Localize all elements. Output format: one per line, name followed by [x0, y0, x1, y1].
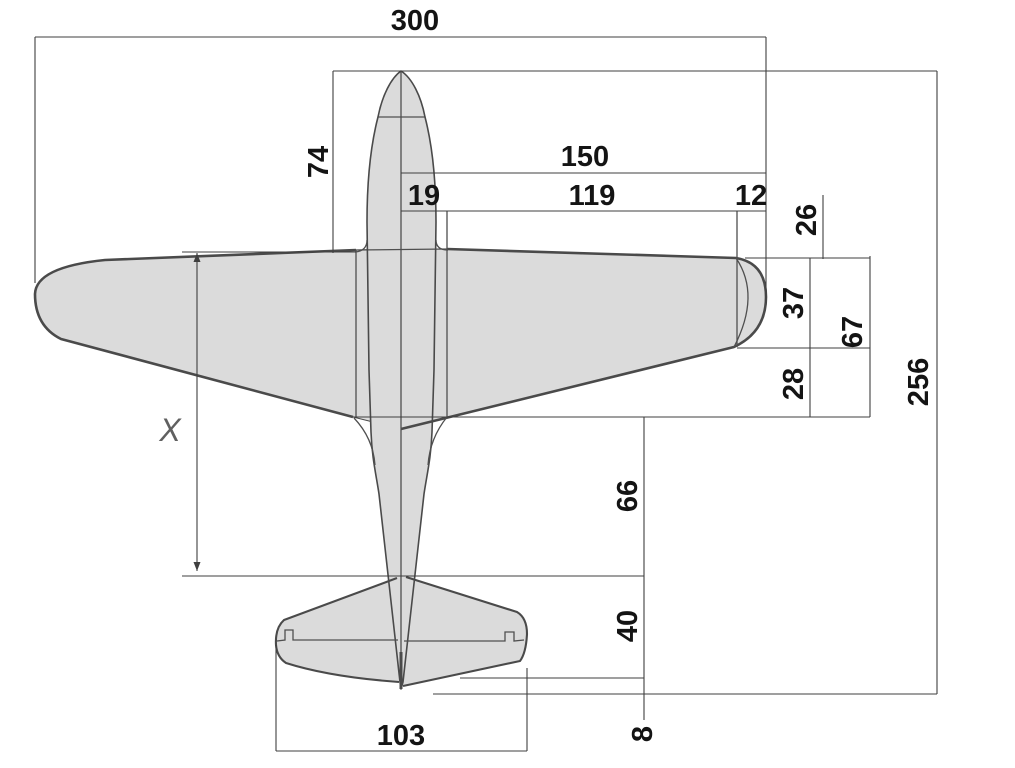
- dim-26-label: 26: [791, 204, 823, 236]
- dim-119-label: 119: [569, 180, 616, 212]
- left-stabilizer: [275, 578, 399, 682]
- right-stabilizer-outline: [402, 575, 529, 688]
- dim-67-label: 67: [837, 316, 869, 348]
- left-elevator-hinge: [276, 629, 398, 642]
- dim-37-label: 37: [778, 287, 810, 319]
- airframe: [33, 70, 768, 690]
- dim-19-label: 19: [408, 180, 440, 212]
- dim-66-label: 66: [612, 480, 644, 512]
- left-wing-outline: [33, 248, 357, 419]
- dimension-labels: 300 150 19 119 12 103 74 26 37 28 67 256…: [158, 5, 935, 752]
- dim-8-label: 8: [627, 726, 659, 742]
- right-elevator-hinge: [404, 631, 525, 642]
- dimension-lines: [34, 36, 938, 752]
- fairing-front-right: [435, 239, 449, 251]
- dim-150-label: 150: [561, 141, 609, 173]
- left-wing-panel: [34, 248, 402, 430]
- dim-28-label: 28: [778, 368, 810, 400]
- dim-x-label: X: [158, 412, 182, 448]
- dim-x-arrow-down: [193, 562, 201, 571]
- fairing-rear-left: [353, 417, 376, 466]
- dim-300-label: 300: [391, 5, 439, 37]
- right-tip-inner-arc: [733, 257, 749, 348]
- right-stabilizer: [403, 577, 527, 686]
- fairing-rear-right: [427, 416, 448, 466]
- dim-256-label: 256: [903, 358, 935, 406]
- dim-x-arrow-up: [193, 253, 201, 262]
- dim-12-label: 12: [735, 180, 767, 212]
- dim-40-label: 40: [612, 610, 644, 642]
- right-wing-panel: [400, 248, 767, 430]
- fairing-front-left: [354, 239, 368, 253]
- left-stabilizer-outline: [274, 577, 400, 684]
- dim-74-label: 74: [303, 146, 335, 178]
- dim-103-label: 103: [377, 720, 425, 752]
